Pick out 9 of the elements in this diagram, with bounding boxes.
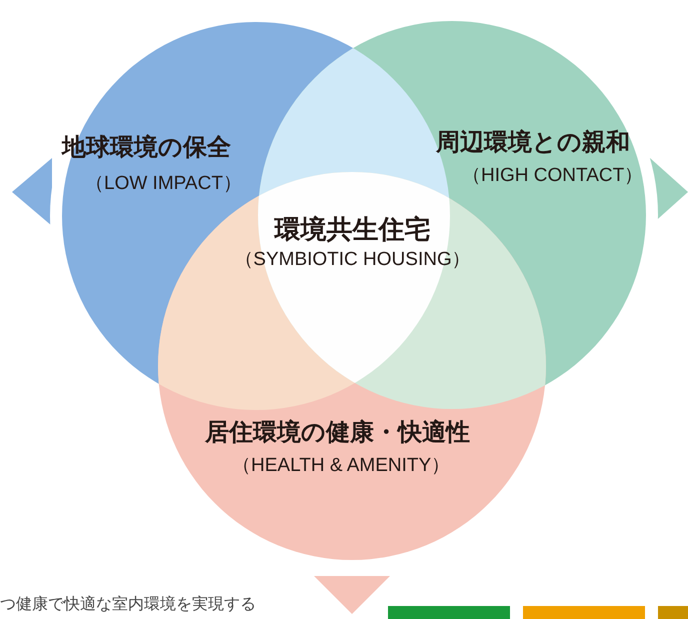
circle-subtitle: （HEALTH & AMENITY） <box>232 454 450 478</box>
center-subtitle: （SYMBIOTIC HOUSING） <box>234 248 471 272</box>
circle-subtitle: （HIGH CONTACT） <box>462 164 644 188</box>
circle-heading: 周辺環境との親和 <box>436 128 630 158</box>
circle-heading: 居住環境の健康・快適性 <box>205 418 470 448</box>
circle-heading: 地球環境の保全 <box>62 133 231 163</box>
center-heading: 環境共生住宅 <box>274 213 430 246</box>
body-text: つ健康で快適な室内環境を実現する <box>0 594 256 615</box>
circle-subtitle: （LOW IMPACT） <box>85 172 242 196</box>
